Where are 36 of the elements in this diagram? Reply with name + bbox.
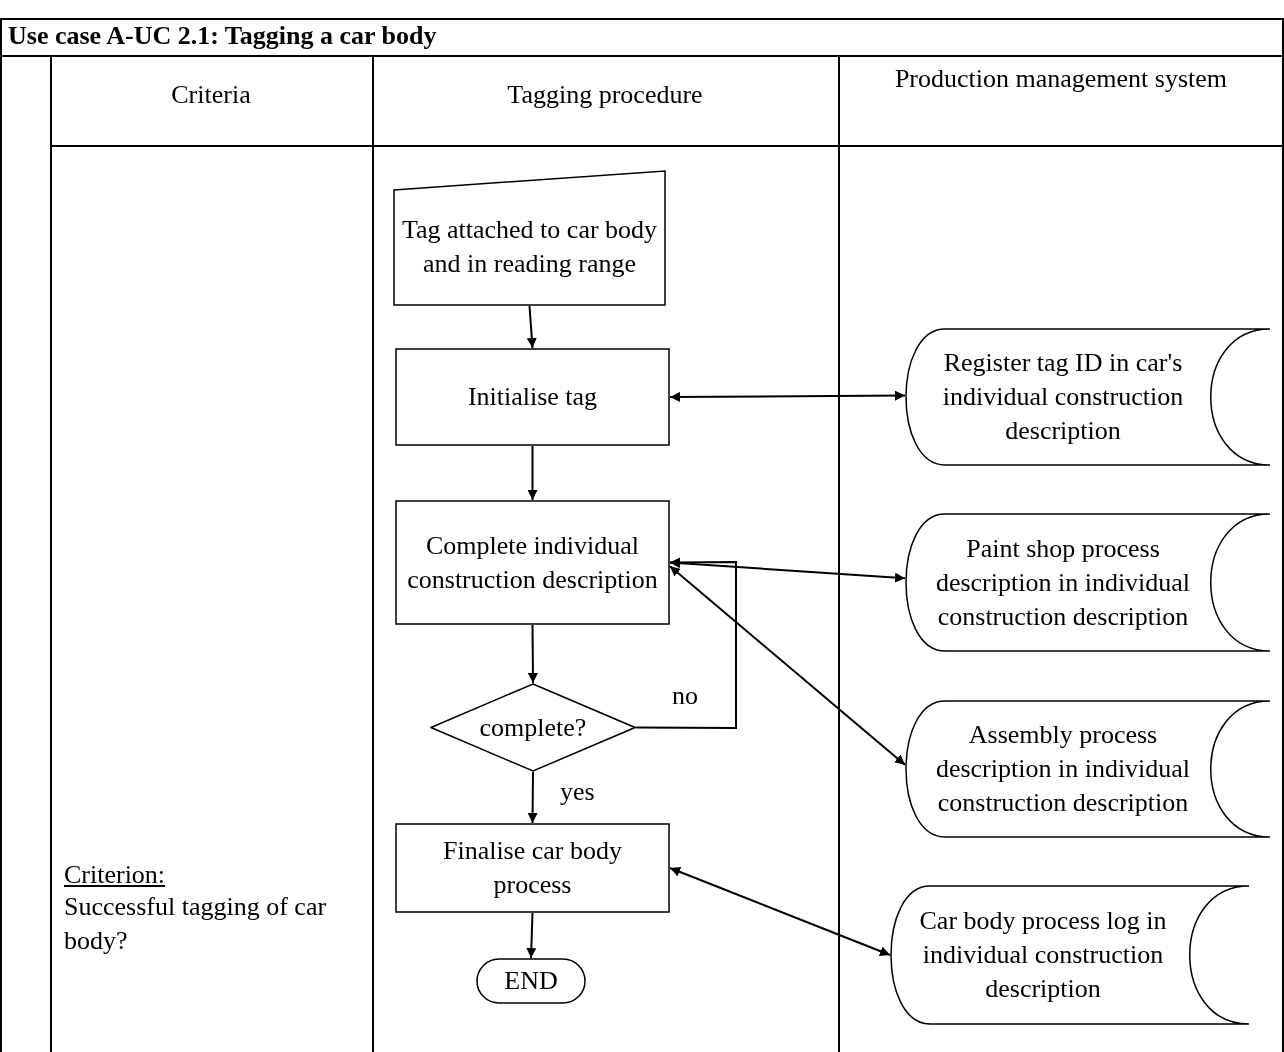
column-header: Production management system	[893, 63, 1229, 95]
node-text: Register tag ID in car's individual construction description	[941, 347, 1185, 447]
stored-data-shape	[905, 513, 1271, 652]
arrow	[527, 771, 538, 824]
arrow	[526, 912, 537, 959]
table-title: Use case A-UC 2.1: Tagging a car body	[8, 20, 437, 52]
node-text: Paint shop process description in individual construction description	[934, 532, 1192, 633]
node-text: Tag attached to car body and in reading range	[401, 214, 658, 280]
node-text: complete?	[479, 711, 587, 744]
arrow	[527, 624, 538, 684]
arrow	[526, 305, 537, 349]
process-box	[395, 500, 670, 625]
column-header: Tagging procedure	[506, 79, 704, 111]
arrow	[635, 557, 737, 729]
criterion-text: Criterion:	[64, 859, 167, 891]
process-box	[395, 348, 670, 446]
arrow	[527, 445, 538, 501]
stored-data-shape	[890, 885, 1250, 1025]
arrow	[669, 558, 906, 583]
criterion-text: Successful tagging of car body?	[64, 891, 328, 957]
arrow	[669, 565, 906, 766]
terminator-pill	[476, 958, 586, 1004]
manual-input-shape	[393, 170, 666, 306]
node-text: Initialise tag	[467, 381, 598, 413]
node-text: Assembly process description in individual construction description	[934, 719, 1192, 819]
node-text: Car body process log in individual construction description	[918, 905, 1168, 1005]
process-box	[395, 823, 670, 913]
node-text: Complete individual construction description	[406, 529, 659, 596]
node-text: Finalise car body process	[441, 835, 624, 901]
column-header: Criteria	[170, 79, 252, 111]
decision-diamond	[430, 683, 636, 772]
stored-data-shape	[905, 700, 1271, 838]
arrow	[669, 867, 891, 956]
arrow	[669, 390, 906, 402]
stored-data-shape	[905, 328, 1271, 466]
node-text: END	[504, 965, 558, 997]
